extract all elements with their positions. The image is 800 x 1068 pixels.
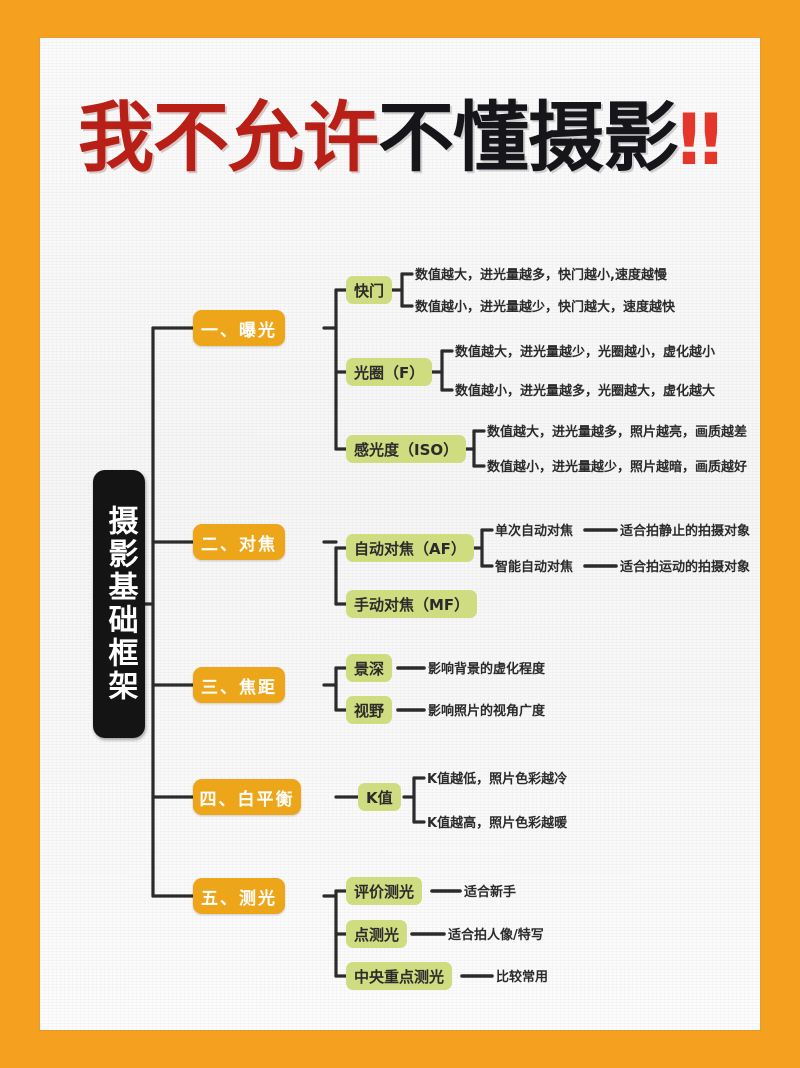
category-white-balance[interactable]: 四、白平衡: [193, 779, 301, 815]
category-metering[interactable]: 五、测光: [193, 878, 285, 914]
leaf-kelvin-low: K值越低，照片色彩越冷: [427, 772, 568, 787]
root-node-label: 摄影基础框架: [102, 505, 138, 703]
sub-spot-metering-label: 点测光: [354, 925, 400, 944]
category-focal-length-label: 三、焦距: [201, 677, 277, 698]
sub-autofocus[interactable]: 自动对焦（AF）: [346, 534, 474, 562]
sub-field-of-view-label: 视野: [354, 701, 385, 720]
page-title: 我不允许不懂摄影‼: [40, 100, 760, 176]
sub-depth-of-field-label: 景深: [354, 659, 385, 678]
sub-center-weighted-metering-label: 中央重点测光: [354, 967, 445, 986]
tail-single-af: 适合拍静止的拍摄对象: [620, 524, 751, 539]
tail-smart-af: 适合拍运动的拍摄对象: [620, 560, 751, 575]
tail-evaluative-metering: 适合新手: [464, 885, 517, 900]
leaf-kelvin-high: K值越高，照片色彩越暖: [427, 816, 568, 831]
tail-depth-of-field: 影响背景的虚化程度: [428, 662, 546, 677]
sub-kelvin[interactable]: K值: [358, 783, 401, 811]
sub-spot-metering[interactable]: 点测光: [346, 920, 408, 948]
leaf-aperture-small: 数值越小，进光量越多，光圈越大，虚化越大: [455, 384, 716, 399]
sub-aperture-label: 光圈（F）: [354, 363, 425, 382]
sub-shutter[interactable]: 快门: [346, 276, 393, 304]
tail-center-weighted-metering: 比较常用: [496, 970, 549, 985]
sub-depth-of-field[interactable]: 景深: [346, 654, 393, 682]
sub-shutter-label: 快门: [354, 281, 385, 300]
sub-evaluative-metering-label: 评价测光: [354, 882, 415, 901]
paper-sheet: 我不允许不懂摄影‼: [40, 38, 760, 1030]
title-exclamation: ‼: [678, 99, 722, 181]
sub-manualfocus-label: 手动对焦（MF）: [354, 595, 470, 614]
leaf-iso-small: 数值越小，进光量越少，照片越暗，画质越好: [487, 460, 748, 475]
leaf-aperture-large: 数值越大，进光量越少，光圈越小，虚化越小: [455, 345, 716, 360]
category-focal-length[interactable]: 三、焦距: [193, 667, 285, 703]
title-red-part: 我不允许: [78, 93, 379, 182]
category-exposure-label: 一、曝光: [201, 320, 277, 341]
sub-center-weighted-metering[interactable]: 中央重点测光: [346, 962, 453, 990]
mindmap: 摄影基础框架 一、曝光 快门 数值越大，进光量越多，快门越小,速度越慢 数值越小…: [40, 38, 760, 1030]
category-exposure[interactable]: 一、曝光: [193, 310, 285, 346]
sub-field-of-view[interactable]: 视野: [346, 696, 393, 724]
leaf-single-af: 单次自动对焦: [495, 524, 574, 539]
sub-autofocus-label: 自动对焦（AF）: [354, 539, 466, 558]
sub-kelvin-label: K值: [366, 788, 393, 807]
sub-iso[interactable]: 感光度（ISO）: [346, 435, 467, 463]
sub-aperture[interactable]: 光圈（F）: [346, 358, 433, 386]
leaf-shutter-small: 数值越小，进光量越少，快门越大，速度越快: [415, 300, 676, 315]
leaf-shutter-large: 数值越大，进光量越多，快门越小,速度越慢: [415, 268, 667, 283]
tail-field-of-view: 影响照片的视角广度: [428, 704, 546, 719]
tail-spot-metering: 适合拍人像/特写: [448, 928, 544, 943]
leaf-smart-af: 智能自动对焦: [495, 560, 574, 575]
sub-evaluative-metering[interactable]: 评价测光: [346, 877, 423, 905]
category-metering-label: 五、测光: [201, 888, 277, 909]
category-white-balance-label: 四、白平衡: [199, 789, 295, 810]
root-node[interactable]: 摄影基础框架: [93, 470, 145, 738]
sub-manualfocus[interactable]: 手动对焦（MF）: [346, 590, 478, 618]
category-focus[interactable]: 二、对焦: [193, 524, 285, 560]
title-black-part: 不懂摄影: [378, 93, 679, 182]
sub-iso-label: 感光度（ISO）: [354, 440, 459, 459]
leaf-iso-large: 数值越大，进光量越多，照片越亮，画质越差: [487, 425, 748, 440]
category-focus-label: 二、对焦: [201, 534, 277, 555]
